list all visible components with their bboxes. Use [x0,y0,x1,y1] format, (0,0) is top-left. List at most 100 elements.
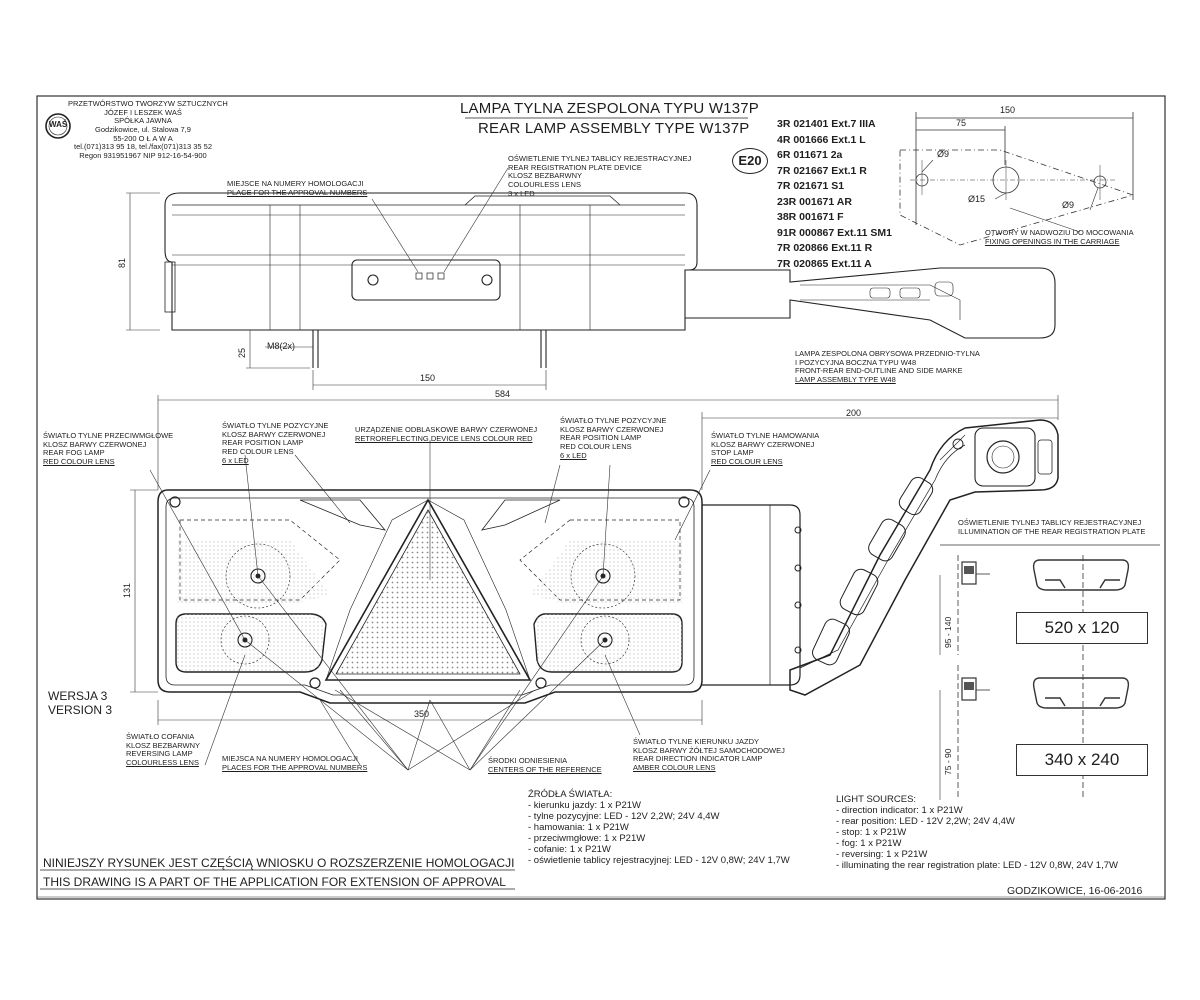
approval-number: 91R 000867 Ext.11 SM1 [777,226,892,239]
label-line: ŚWIATŁO TYLNE KIERUNKU JAZDY [633,737,759,746]
sources-line: - direction indicator: 1 x P21W [836,804,963,816]
label-top-approval-place: MIEJSCE NA NUMERY HOMOLOGACJI PLACE FOR … [227,179,368,197]
dim-stud-spacing: 150 [420,373,436,383]
dim-stud-len: 25 [237,347,247,358]
approval-number: 23R 001671 AR [777,195,852,208]
label-line: KLOSZ BARWY CZERWONEJ [560,424,664,434]
label-line: RED COLOUR LENS [43,456,115,466]
approval-number: 3R 021401 Ext.7 IIIA [777,118,876,130]
sources-line: - cofanie: 1 x P21W [528,843,611,855]
label-line: KLOSZ BARWY ŻÓŁTEJ SAMOCHODOWEJ [633,745,785,755]
plate-illumination-diagrams [939,544,1160,800]
sources-line: - rear position: LED - 12V 2,2W; 24V 4,4… [836,815,1015,827]
label-stop: ŚWIATŁO TYLNE HAMOWANIA KLOSZ BARWY CZER… [711,431,820,467]
sources-line: - kierunku jazdy: 1 x P21W [528,799,641,811]
label-line: KLOSZ BARWY CZERWONEJ [711,439,815,449]
label-fog: ŚWIATŁO TYLNE PRZECIWMGŁOWE KLOSZ BARWY … [43,431,173,467]
title-pl: LAMPA TYLNA ZESPOLONA TYPU W137P [460,100,760,117]
label-line: LAMPA ZESPOLONA OBRYSOWA PRZEDNIO-TYLNA [795,349,980,358]
version-label: WERSJA 3 VERSION 3 [48,689,113,718]
label-line: ŚWIATŁO TYLNE POZYCYJNE [560,416,667,425]
label-line: OŚWIETLENIE TYLNEJ TABLICY REJESTRACYJNE… [508,154,692,163]
dim-hole-1: Ø9 [937,149,950,159]
mounting-label-line: FIXING OPENINGS IN THE CARRIAGE [985,236,1120,246]
label-line: KLOSZ BARWY CZERWONEJ [43,439,147,449]
label-line: AMBER COLOUR LENS [633,762,716,772]
dim-stud: M8(2x) [267,341,296,351]
label-line: RED COLOUR LENS [560,441,632,451]
sources-line: - przeciwmgłowe: 1 x P21W [528,832,646,844]
mounting-holes-diagram [899,112,1135,246]
approval-number: 7R 020865 Ext.11 A [777,257,872,270]
label-plate-device: OŚWIETLENIE TYLNEJ TABLICY REJESTRACYJNE… [508,154,692,198]
label-line: REAR DIRECTION INDICATOR LAMP [633,754,763,764]
logo-text: WAŚ [49,120,68,129]
sources-line: - illuminating the rear registration pla… [836,859,1118,871]
approval-number: 7R 020866 Ext.11 R [777,242,873,254]
dim-hole-mid: Ø15 [968,194,986,204]
label-line: PLACE FOR THE APPROVAL NUMBERS [227,187,368,197]
dim-front-ref: 350 [414,709,430,719]
label-side-marker: LAMPA ZESPOLONA OBRYSOWA PRZEDNIO-TYLNA … [795,349,980,385]
dim-front-height: 131 [122,582,132,598]
label-line: 6 x LED [222,455,249,465]
label-line: ŚWIATŁO TYLNE HAMOWANIA [711,431,820,440]
sources-line: - oświetlenie tablicy rejestracyjnej: LE… [528,854,790,866]
label-position-right: ŚWIATŁO TYLNE POZYCYJNE KLOSZ BARWY CZER… [560,416,667,460]
plate-size-box-1: 520 x 120 [1016,612,1148,644]
sources-title: ŹRÓDŁA ŚWIATŁA: [528,789,613,800]
label-line: RED COLOUR LENS [222,446,294,456]
label-line: REAR POSITION LAMP [222,438,304,448]
label-position-left: ŚWIATŁO TYLNE POZYCYJNE KLOSZ BARWY CZER… [222,421,328,465]
footer-en: THIS DRAWING IS A PART OF THE APPLICATIO… [43,875,506,889]
label-line: STOP LAMP [711,448,754,458]
top-view-dimensions [126,167,547,390]
company-line: SPÓŁKA JAWNA [114,116,172,126]
dim-mount-half: 75 [956,118,967,128]
title-en: REAR LAMP ASSEMBLY TYPE W137P [478,120,750,137]
company-line: PRZETWÓRSTWO TWORZYW SZTUCZNYCH [68,99,228,108]
label-line: ŚRODKI ODNIESIENIA [488,756,568,765]
label-reference: ŚRODKI ODNIESIENIA CENTERS OF THE REFERE… [488,756,602,774]
label-line: MIEJSCE NA NUMERY HOMOLOGACJI [227,179,364,188]
sources-line: - tylne pozycyjne: LED - 12V 2,2W; 24V 4… [528,810,720,822]
label-reversing: ŚWIATŁO COFANIA KLOSZ BEZBARWNY REVERSIN… [126,732,200,768]
label-line: REVERSING LAMP [126,749,193,759]
sources-line: - reversing: 1 x P21W [836,848,928,860]
sources-line: - fog: 1 x P21W [836,837,902,849]
label-line: KLOSZ BARWY CZERWONEJ [222,429,326,439]
label-line: OŚWIETLENIE TYLNEJ TABLICY REJESTRACYJNE… [958,518,1142,527]
light-sources-pl: ŹRÓDŁA ŚWIATŁA: - kierunku jazdy: 1 x P2… [528,789,790,866]
company-line: Godzikowice, ul. Stalowa 7,9 [95,124,191,134]
label-line: RED COLOUR LENS [711,456,783,466]
mounting-label-line: OTWORY W NADWOZIU DO MOCOWANIA [985,228,1134,237]
dim-top-height: 81 [117,257,127,268]
company-line: Regon 931951967 NIP 912-16-54-900 [79,150,207,160]
footer-date: GODZIKOWICE, 16-06-2016 [1007,885,1143,897]
label-line: RETROREFLECTING DEVICE LENS COLOUR RED [355,433,533,443]
label-line: 6 x LED [560,450,587,460]
approval-numbers: 3R 021401 Ext.7 IIIA 4R 001666 Ext.1 L 6… [777,117,892,272]
plate-range-1: 95 - 140 [943,616,953,648]
label-line: PLACES FOR THE APPROVAL NUMBERS [222,762,368,772]
version-en: VERSION 3 [48,702,113,717]
label-line: COLOURLESS LENS [508,179,581,189]
sheet-border [36,95,1166,900]
dim-front-arm: 200 [846,408,862,418]
front-view-dimensions [130,395,1059,725]
dim-hole-2: Ø9 [1062,200,1075,210]
approval-number: 7R 021671 S1 [777,180,845,192]
label-line: REAR POSITION LAMP [560,433,642,443]
callout-leaders [149,440,711,771]
company-logo [45,113,71,139]
approval-number: 6R 011671 2a [777,149,843,161]
label-line: ŚWIATŁO COFANIA [126,732,195,741]
label-retroreflector: URZĄDZENIE ODBLASKOWE BARWY CZERWONEJ RE… [355,425,537,443]
label-line: 3 x LED [508,188,535,198]
label-line: KLOSZ BEZBARWNY [508,171,583,181]
label-line: REAR FOG LAMP [43,448,105,458]
light-sources-en: LIGHT SOURCES: - direction indicator: 1 … [836,794,1118,871]
lamp-top-view [164,192,1056,368]
e-approval-mark: E20 [732,148,768,174]
